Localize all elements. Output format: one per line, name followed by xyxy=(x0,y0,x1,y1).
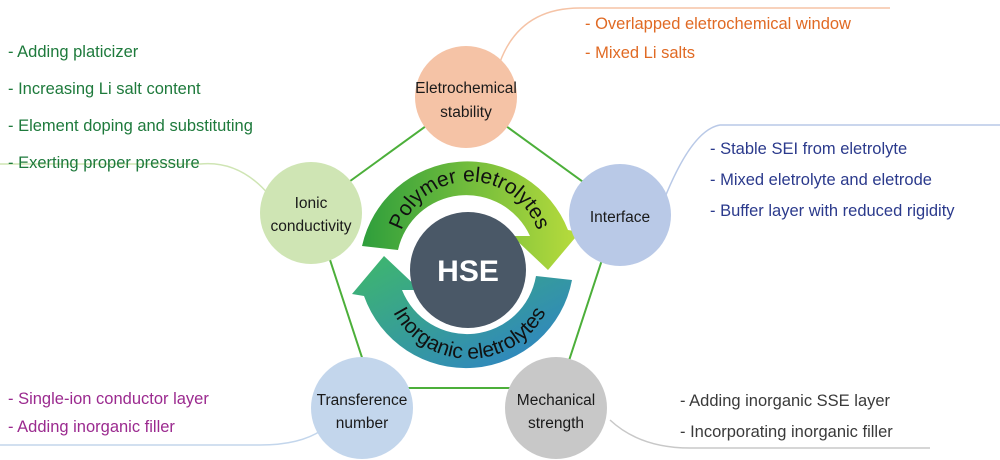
connector-transference xyxy=(0,429,323,446)
node-interface: Interface xyxy=(569,164,671,266)
note-item: - Adding inorganic SSE layer xyxy=(680,392,891,410)
node-mechanical-strength: Mechanical strength xyxy=(505,357,607,459)
inorganic-arc xyxy=(352,256,572,369)
connector-interface xyxy=(659,124,1000,211)
node-interface-line1: Interface xyxy=(590,209,650,226)
node-transference-line2: number xyxy=(336,415,389,432)
notes-electrochemical: - Overlapped eletrochemical window - Mix… xyxy=(585,10,851,68)
node-transference-number: Transference number xyxy=(311,357,413,459)
note-item: - Stable SEI from eletrolyte xyxy=(710,140,908,158)
notes-interface: - Stable SEI from eletrolyte - Mixed ele… xyxy=(710,134,955,227)
node-electrochemical-stability: Eletrochemical stability xyxy=(415,46,517,148)
note-item: - Single-ion conductor layer xyxy=(8,390,209,408)
note-item: - Exerting proper pressure xyxy=(8,154,200,172)
note-item: - Buffer layer with reduced rigidity xyxy=(710,202,955,220)
note-item: - Adding inorganic filler xyxy=(8,418,175,436)
node-electrochemical-line2: stability xyxy=(440,104,492,121)
node-mechanical-line1: Mechanical xyxy=(517,392,595,409)
note-item: - Mixed eletrolyte and eletrode xyxy=(710,171,932,189)
connector-mechanical xyxy=(609,419,930,449)
connector-ionic xyxy=(0,162,271,197)
hse-label: HSE xyxy=(437,255,499,288)
connector-electrochemical xyxy=(499,7,890,63)
hse-circle xyxy=(410,212,526,328)
node-ionic-line2: conductivity xyxy=(271,218,352,235)
note-item: - Increasing Li salt content xyxy=(8,80,201,98)
note-item: - Element doping and substituting xyxy=(8,117,253,135)
notes-mechanical: - Adding inorganic SSE layer - Incorpora… xyxy=(680,386,893,448)
notes-transference: - Single-ion conductor layer - Adding in… xyxy=(8,385,209,441)
node-mechanical-line2: strength xyxy=(528,415,584,432)
node-electrochemical-line1: Eletrochemical xyxy=(415,80,517,97)
node-ionic-line1: Ionic xyxy=(295,195,328,212)
note-item: - Overlapped eletrochemical window xyxy=(585,15,851,33)
note-item: - Adding platicizer xyxy=(8,43,139,61)
notes-ionic: - Adding platicizer - Increasing Li salt… xyxy=(8,34,253,182)
polymer-arc xyxy=(362,161,580,270)
note-item: - Mixed Li salts xyxy=(585,44,696,62)
note-item: - Incorporating inorganic filler xyxy=(680,423,893,441)
node-transference-line1: Transference xyxy=(317,392,408,409)
node-ionic-conductivity: Ionic conductivity xyxy=(260,162,362,264)
